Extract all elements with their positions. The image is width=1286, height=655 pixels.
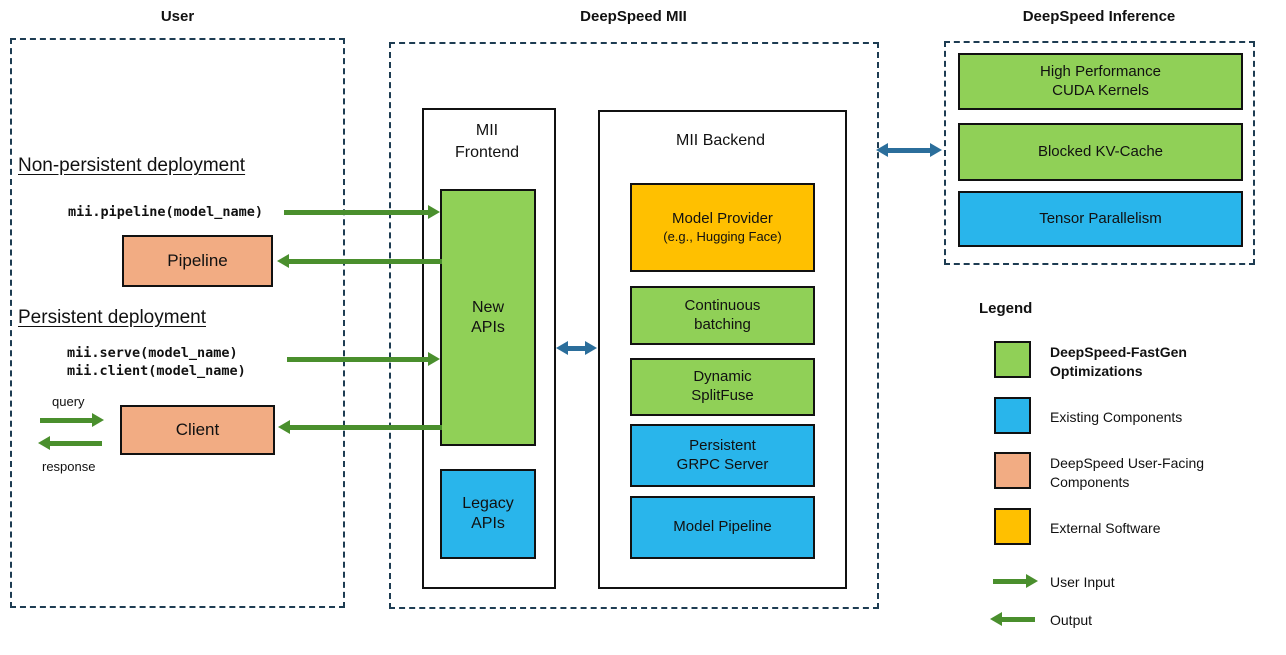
arrow-head-left-icon (38, 436, 50, 450)
arrow-head-left-icon (556, 341, 568, 355)
legend-swatch-green (994, 341, 1031, 378)
mii-section-title: DeepSpeed MII (580, 8, 687, 25)
arrow-head-right-icon (1026, 574, 1038, 588)
legend-swatch-salmon (994, 452, 1031, 489)
legend-swatch-yellow (994, 508, 1031, 545)
legend-label-fastgen: DeepSpeed-FastGen Optimizations (1050, 344, 1187, 379)
user-dashed-container (10, 38, 345, 608)
new-apis-box: New APIs (440, 189, 536, 446)
arrow-shaft (287, 356, 428, 362)
tensor-parallelism-box: Tensor Parallelism (958, 191, 1243, 247)
arrow-head-left-icon (990, 612, 1002, 626)
arrow-head-right-icon (428, 352, 440, 366)
continuous-batching-box: Continuous batching (630, 286, 815, 345)
query-arrow (40, 413, 104, 427)
user-section-title: User (160, 8, 195, 25)
arrow-shaft (40, 417, 92, 423)
inference-section-title: DeepSpeed Inference (1022, 8, 1176, 25)
cuda-kernels-box: High Performance CUDA Kernels (958, 53, 1243, 110)
inference-dashed-container (944, 41, 1255, 265)
frontend-backend-link-arrow (556, 341, 597, 355)
mii-dashed-container (389, 42, 879, 609)
pipeline-box: Pipeline (122, 235, 273, 287)
mii-inference-link-arrow (876, 143, 942, 157)
client-box: Client (120, 405, 275, 455)
legend-label-output: Output (1050, 612, 1093, 628)
legend-label-user-facing: DeepSpeed User-Facing Components (1050, 455, 1205, 490)
legend-label-user-input: User Input (1050, 574, 1115, 590)
mii-frontend-title: MII Frontend (454, 122, 520, 161)
serve-input-arrow (287, 352, 440, 366)
response-label: response (42, 459, 96, 474)
model-provider-label: Model Provider (672, 210, 773, 228)
client-output-arrow (278, 420, 442, 434)
arrow-shaft (290, 424, 442, 430)
arrow-head-left-icon (278, 420, 290, 434)
dynamic-splitfuse-box: Dynamic SplitFuse (630, 358, 815, 416)
arrow-shaft (888, 147, 930, 153)
arrow-head-right-icon (92, 413, 104, 427)
legacy-apis-box: Legacy APIs (440, 469, 536, 559)
query-label: query (52, 394, 85, 409)
response-arrow (38, 436, 102, 450)
serve-client-call-code: mii.serve(model_name) mii.client(model_n… (67, 345, 246, 380)
arrow-shaft (568, 345, 585, 351)
arrow-head-right-icon (428, 205, 440, 219)
legend-label-external: External Software (1050, 520, 1161, 536)
model-pipeline-box: Model Pipeline (630, 496, 815, 559)
arrow-shaft (50, 440, 102, 446)
legend-user-input-arrow-icon (993, 574, 1038, 588)
legend-title: Legend (979, 300, 1033, 317)
arrow-shaft (1002, 616, 1035, 622)
persistent-deployment-heading: Persistent deployment (18, 307, 206, 328)
arrow-head-right-icon (930, 143, 942, 157)
model-provider-sublabel: (e.g., Hugging Face) (663, 229, 782, 245)
arrow-shaft (284, 209, 428, 215)
arrow-shaft (289, 258, 442, 264)
persistent-grpc-server-box: Persistent GRPC Server (630, 424, 815, 487)
pipeline-output-arrow (277, 254, 442, 268)
arrow-head-left-icon (876, 143, 888, 157)
pipeline-call-code: mii.pipeline(model_name) (68, 204, 264, 220)
nonpersistent-deployment-heading: Non-persistent deployment (18, 155, 246, 176)
arrow-head-left-icon (277, 254, 289, 268)
blocked-kv-cache-box: Blocked KV-Cache (958, 123, 1243, 181)
arrow-head-right-icon (585, 341, 597, 355)
legend-output-arrow-icon (990, 612, 1035, 626)
legend-swatch-blue (994, 397, 1031, 434)
legend-label-existing: Existing Components (1050, 409, 1183, 425)
mii-backend-title: MII Backend (676, 132, 765, 149)
pipeline-input-arrow (284, 205, 440, 219)
arrow-shaft (993, 578, 1026, 584)
model-provider-box: Model Provider (e.g., Hugging Face) (630, 183, 815, 272)
